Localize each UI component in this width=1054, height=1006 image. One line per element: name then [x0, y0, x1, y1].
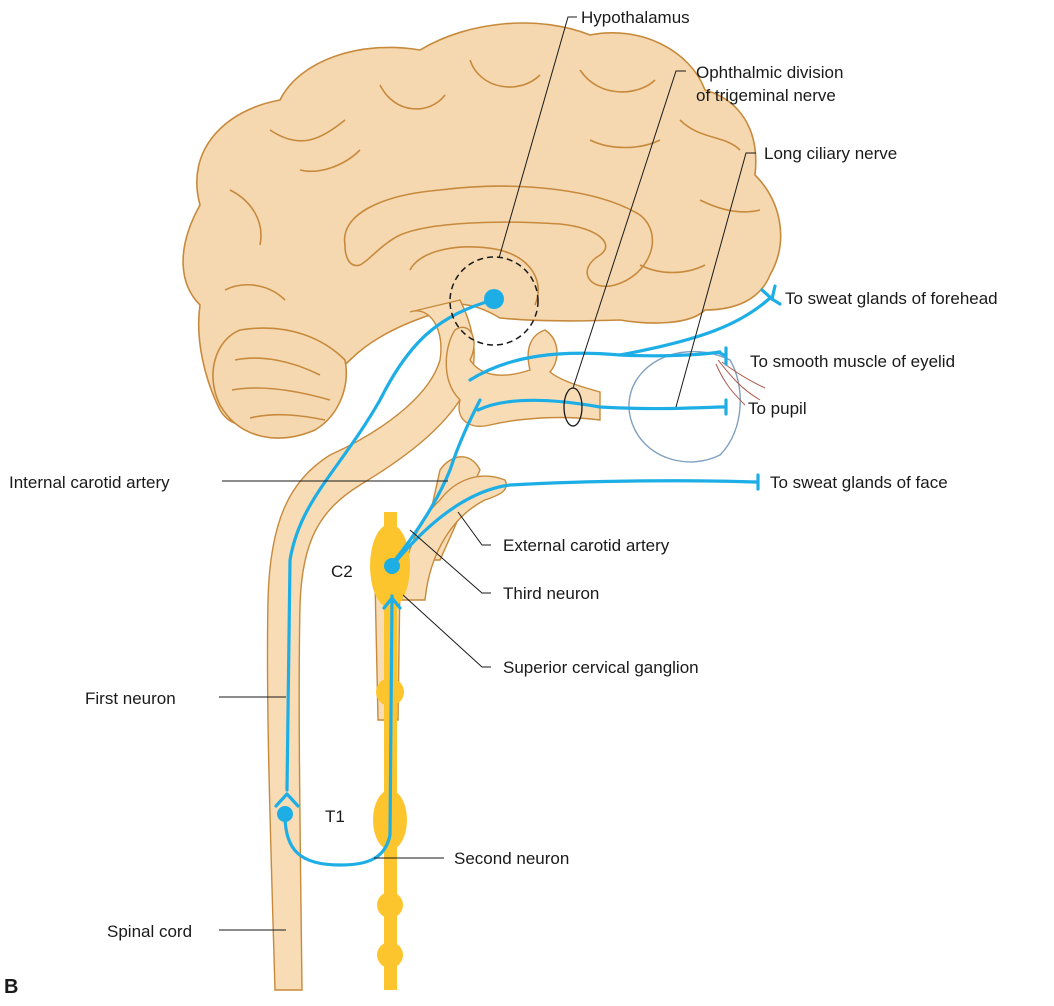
label-smooth-eyelid: To smooth muscle of eyelid — [750, 352, 955, 371]
label-t1: T1 — [325, 807, 345, 826]
label-third-neuron: Third neuron — [503, 584, 599, 603]
ending-pupil — [720, 400, 726, 414]
label-sweat-face: To sweat glands of face — [770, 473, 948, 492]
label-sweat-forehead: To sweat glands of forehead — [785, 289, 998, 308]
label-internal-carotid: Internal carotid artery — [9, 473, 170, 492]
cerebellum — [213, 328, 346, 438]
ending-face — [755, 475, 758, 489]
ganglion-thoracic-2 — [377, 942, 403, 968]
ganglion-thoracic-1 — [377, 892, 403, 918]
panel-letter: B — [4, 976, 18, 998]
label-ophthalmic-line2: of trigeminal nerve — [696, 86, 836, 105]
hypothalamic-cell-body — [484, 289, 504, 309]
label-external-carotid: External carotid artery — [503, 536, 670, 555]
t1-cell-body — [277, 806, 293, 822]
label-superior-ganglion: Superior cervical ganglion — [503, 658, 699, 677]
label-long-ciliary: Long ciliary nerve — [764, 144, 897, 163]
label-second-neuron: Second neuron — [454, 849, 569, 868]
label-hypothalamus: Hypothalamus — [581, 8, 690, 27]
label-spinal-cord: Spinal cord — [107, 922, 192, 941]
label-first-neuron: First neuron — [85, 689, 176, 708]
leader-external-carotid — [458, 512, 491, 545]
ganglion-cell-body — [384, 558, 400, 574]
label-pupil: To pupil — [748, 399, 807, 418]
label-ophthalmic-line1: Ophthalmic division — [696, 63, 843, 82]
label-c2: C2 — [331, 562, 353, 581]
leader-superior-ganglion — [403, 595, 491, 667]
